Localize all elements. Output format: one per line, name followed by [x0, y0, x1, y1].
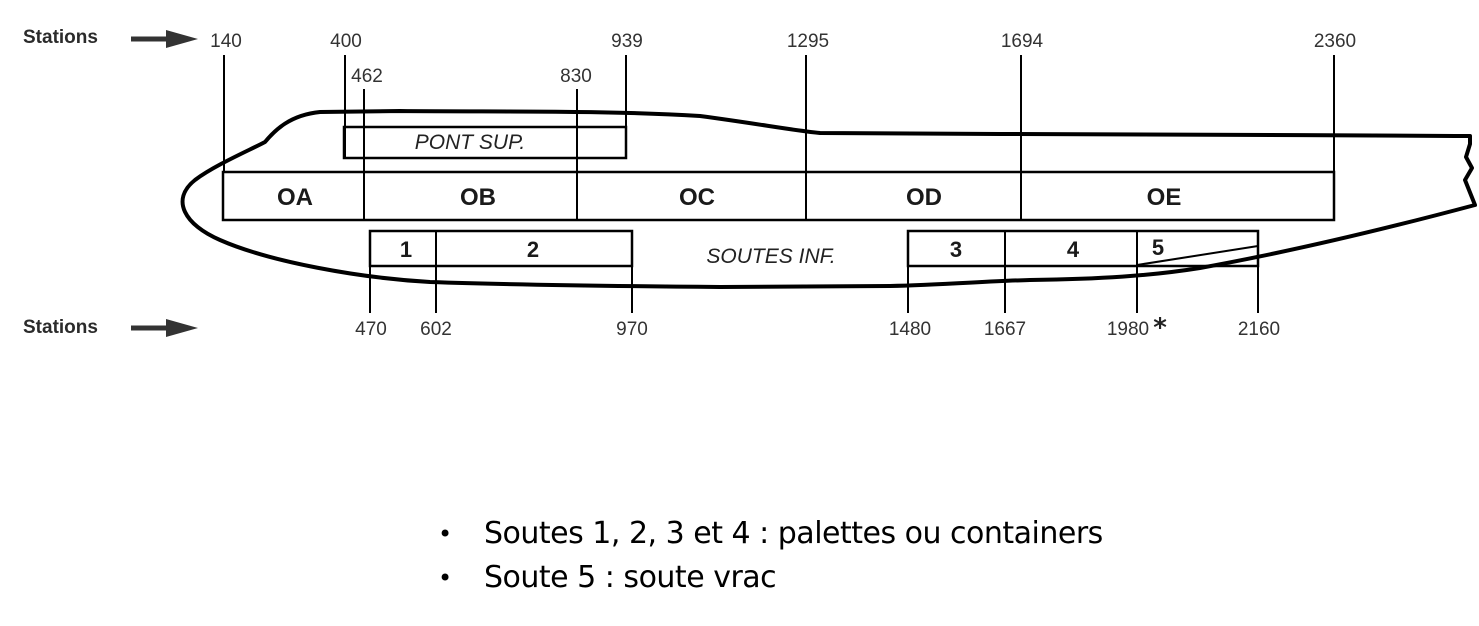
bottom-station-lines: [369, 266, 1259, 313]
stations-bottom-label: Stations: [23, 317, 98, 338]
stations-top-label: Stations: [23, 27, 98, 48]
station-400: 400: [330, 31, 362, 52]
station-140: 140: [210, 31, 242, 52]
hold-1: 1: [400, 237, 412, 262]
hold-5: 5: [1152, 235, 1164, 260]
station-2360: 2360: [1314, 31, 1356, 52]
bullet-icon: •: [438, 520, 452, 548]
station-462: 462: [351, 66, 383, 87]
aft-lower-holds: 3 4 5: [906, 229, 1260, 268]
zone-od: OD: [906, 184, 942, 211]
notes-list: • Soutes 1, 2, 3 et 4 : palettes ou cont…: [438, 512, 1103, 600]
zone-oc: OC: [679, 184, 715, 211]
station-602: 602: [420, 319, 452, 340]
station-1295: 1295: [787, 31, 829, 52]
top-station-labels: 140 400 462 830 939 1295 1694 2360: [210, 31, 1356, 87]
station-470: 470: [355, 319, 387, 340]
upper-deck: PONT SUP.: [342, 125, 628, 160]
station-2160: 2160: [1238, 319, 1280, 340]
zone-oa: OA: [277, 184, 313, 211]
station-830: 830: [560, 66, 592, 87]
hold-3: 3: [950, 237, 962, 262]
note-text: Soutes 1, 2, 3 et 4 : palettes ou contai…: [484, 516, 1103, 551]
arrow-right-icon: [131, 30, 198, 48]
station-1667: 1667: [984, 319, 1026, 340]
zone-ob: OB: [460, 184, 496, 211]
fuselage-outline: [180, 109, 1477, 289]
note-item: • Soute 5 : soute vrac: [438, 556, 1103, 600]
bottom-station-labels: 470 602 970 1480 1667 1980 * 2160: [355, 313, 1280, 343]
zone-oe: OE: [1147, 184, 1182, 211]
hold-2: 2: [527, 237, 539, 262]
station-939: 939: [611, 31, 643, 52]
station-1980: 1980: [1107, 319, 1149, 340]
main-deck: OA OB OC OD OE: [221, 170, 1336, 222]
station-1480: 1480: [889, 319, 931, 340]
note-item: • Soutes 1, 2, 3 et 4 : palettes ou cont…: [438, 512, 1103, 556]
hold-4: 4: [1067, 237, 1080, 262]
asterisk-icon: *: [1153, 313, 1167, 343]
station-970: 970: [616, 319, 648, 340]
bullet-icon: •: [438, 564, 452, 592]
arrow-right-icon: [131, 319, 198, 337]
station-1694: 1694: [1001, 31, 1044, 52]
note-text: Soute 5 : soute vrac: [484, 560, 777, 595]
upper-deck-label: PONT SUP.: [415, 131, 525, 154]
forward-lower-holds: 1 2: [368, 229, 634, 268]
lower-holds-label: SOUTES INF.: [706, 245, 835, 268]
